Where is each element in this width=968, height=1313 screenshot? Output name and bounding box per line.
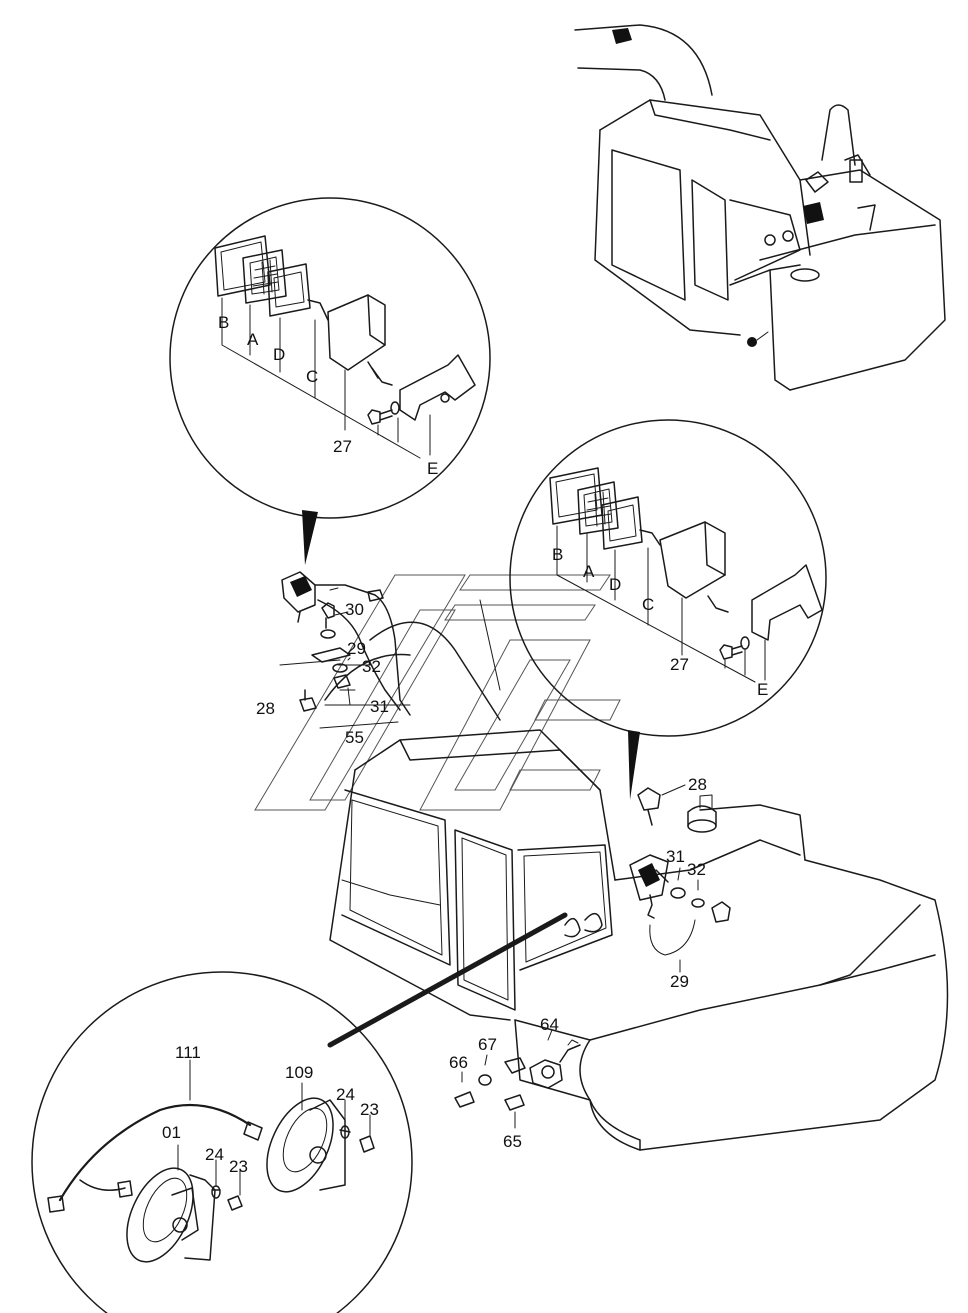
label-109: 109 bbox=[285, 1063, 313, 1082]
label-32-left: 32 bbox=[362, 657, 381, 676]
label-30: 30 bbox=[345, 600, 364, 619]
label-23-b: 23 bbox=[229, 1157, 248, 1176]
label-c-top: C bbox=[306, 367, 318, 386]
label-24-b: 24 bbox=[205, 1145, 224, 1164]
label-23-a: 23 bbox=[360, 1100, 379, 1119]
label-a-right: A bbox=[583, 562, 595, 581]
label-b-top: B bbox=[218, 313, 229, 332]
label-32-right: 32 bbox=[687, 860, 706, 879]
label-27-right: 27 bbox=[670, 655, 689, 674]
label-a-top: A bbox=[247, 330, 259, 349]
label-d-right: D bbox=[609, 575, 621, 594]
label-e-top: E bbox=[427, 459, 438, 478]
label-27-top: 27 bbox=[333, 437, 352, 456]
label-d-top: D bbox=[273, 345, 285, 364]
label-29-left: 29 bbox=[347, 639, 366, 658]
label-b-right: B bbox=[552, 545, 563, 564]
label-55: 55 bbox=[345, 728, 364, 747]
label-31-left: 31 bbox=[370, 697, 389, 716]
detail-circle-light-right: B A D C 27 E bbox=[509, 419, 827, 800]
excavator-small-view bbox=[574, 24, 946, 391]
label-111: 111 bbox=[175, 1043, 201, 1062]
label-64: 64 bbox=[540, 1015, 559, 1034]
watermark-logo bbox=[254, 574, 621, 811]
label-66: 66 bbox=[449, 1053, 468, 1072]
label-65: 65 bbox=[503, 1132, 522, 1151]
label-e-right: E bbox=[757, 680, 768, 699]
excavator-main-view bbox=[324, 599, 949, 1151]
light-assembly-left: 30 29 32 28 31 55 bbox=[256, 571, 411, 747]
horn-switch-assembly: 64 67 66 65 bbox=[449, 1015, 581, 1151]
label-28-right: 28 bbox=[688, 775, 707, 794]
label-29-right: 29 bbox=[670, 972, 689, 991]
detail-circle-light-left: B A D C 27 E bbox=[169, 197, 491, 565]
label-28-left: 28 bbox=[256, 699, 275, 718]
light-fasteners-right: 28 31 32 29 bbox=[637, 775, 731, 991]
label-01: 01 bbox=[162, 1123, 181, 1142]
label-31-right: 31 bbox=[666, 847, 685, 866]
label-24-a: 24 bbox=[336, 1085, 355, 1104]
label-c-right: C bbox=[642, 595, 654, 614]
label-67: 67 bbox=[478, 1035, 497, 1054]
detail-circle-horns: 111 109 24 23 01 24 23 bbox=[31, 971, 413, 1313]
